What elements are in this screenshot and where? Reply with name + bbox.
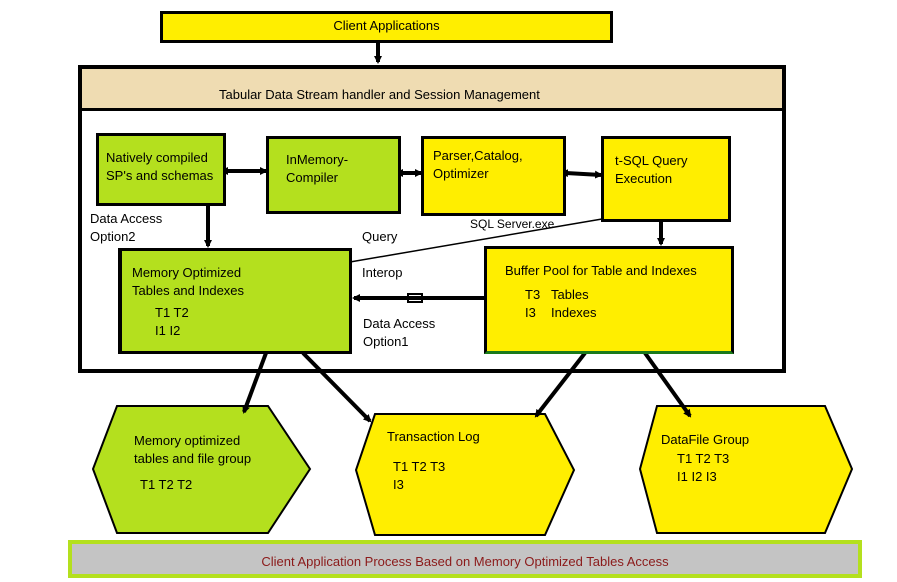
mem-opt-filegroup-title-1: Memory optimized bbox=[134, 433, 241, 448]
native-sp-line-1: Natively compiled bbox=[106, 150, 208, 165]
datafile-group-title: DataFile Group bbox=[661, 432, 750, 447]
mem-opt-tables-line-1: T1 T2 bbox=[155, 305, 189, 320]
buffer-pool-title: Buffer Pool for Table and Indexes bbox=[505, 263, 697, 278]
client-applications-label: Client Applications bbox=[333, 18, 440, 33]
mem-opt-tables-title-1: Memory Optimized bbox=[132, 265, 242, 280]
hexagon-mem-opt-filegroup bbox=[91, 405, 312, 534]
sql-server-container bbox=[78, 65, 786, 373]
inmemory-compiler-line-1: InMemory- bbox=[286, 152, 349, 167]
transaction-log-line-2: I3 bbox=[393, 477, 404, 492]
hexagon-datafile-group bbox=[638, 405, 854, 534]
footer-banner: Client Application Process Based on Memo… bbox=[68, 540, 862, 578]
transaction-log-line-1: T1 T2 T3 bbox=[393, 459, 446, 474]
hexagon-transaction-log bbox=[354, 413, 576, 536]
native-sp-box: Natively compiled SP's and schemas bbox=[96, 133, 226, 206]
query-interop-line-2: Interop bbox=[362, 265, 403, 280]
data-access-option1-line-2: Option1 bbox=[363, 334, 409, 349]
arrow-memopt-filegroup bbox=[242, 352, 268, 414]
arrow-memopt-translog bbox=[301, 351, 372, 423]
buffer-pool-row-2-label: Indexes bbox=[551, 305, 597, 320]
tds-handler-band: Tabular Data Stream handler and Session … bbox=[82, 69, 782, 111]
parser-box: Parser,Catalog, Optimizer bbox=[421, 136, 566, 216]
buffer-pool-box: Buffer Pool for Table and Indexes T3 Tab… bbox=[484, 246, 734, 354]
data-access-option1-line-1: Data Access bbox=[363, 316, 436, 331]
mem-opt-filegroup-line-1: T1 T2 T2 bbox=[140, 477, 193, 492]
buffer-pool-row-1-label: Tables bbox=[551, 287, 589, 302]
tsql-execution-line-1: t-SQL Query bbox=[615, 153, 688, 168]
query-interop-line bbox=[349, 218, 603, 263]
tds-handler-label: Tabular Data Stream handler and Session … bbox=[219, 87, 540, 102]
inmemory-compiler-box: InMemory- Compiler bbox=[266, 136, 401, 214]
footer-caption: Client Application Process Based on Memo… bbox=[261, 554, 669, 569]
parser-line-2: Optimizer bbox=[433, 166, 489, 181]
arrow-parser-tsql bbox=[560, 169, 603, 179]
tsql-execution-line-2: Execution bbox=[615, 171, 673, 186]
transaction-log-title: Transaction Log bbox=[387, 429, 480, 444]
arrow-buffer-datafile bbox=[643, 351, 692, 418]
tsql-execution-box: t-SQL Query Execution bbox=[601, 136, 731, 222]
data-access-option2-line-2: Option2 bbox=[90, 229, 136, 244]
mem-opt-tables-line-2: I1 I2 bbox=[155, 323, 181, 338]
datafile-group-line-2: I1 I2 I3 bbox=[677, 469, 717, 484]
native-sp-line-2: SP's and schemas bbox=[106, 168, 214, 183]
buffer-pool-row-1-id: T3 bbox=[525, 287, 541, 302]
mem-opt-tables-title-2: Tables and Indexes bbox=[132, 283, 245, 298]
data-access-option2-line-1: Data Access bbox=[90, 211, 163, 226]
datafile-group-line-1: T1 T2 T3 bbox=[677, 451, 730, 466]
parser-line-1: Parser,Catalog, bbox=[433, 148, 523, 163]
query-interop-line-1: Query bbox=[362, 229, 398, 244]
client-applications-box: Client Applications bbox=[160, 11, 613, 43]
buffer-pool-row-2-id: I3 bbox=[525, 305, 536, 320]
mem-opt-filegroup-title-2: tables and file group bbox=[134, 451, 252, 466]
sqlserver-exe-label: SQL Server.exe bbox=[470, 217, 555, 231]
mem-opt-tables-box: Memory Optimized Tables and Indexes T1 T… bbox=[118, 248, 352, 354]
inmemory-compiler-line-2: Compiler bbox=[286, 170, 339, 185]
arrow-buffer-translog bbox=[534, 351, 587, 418]
